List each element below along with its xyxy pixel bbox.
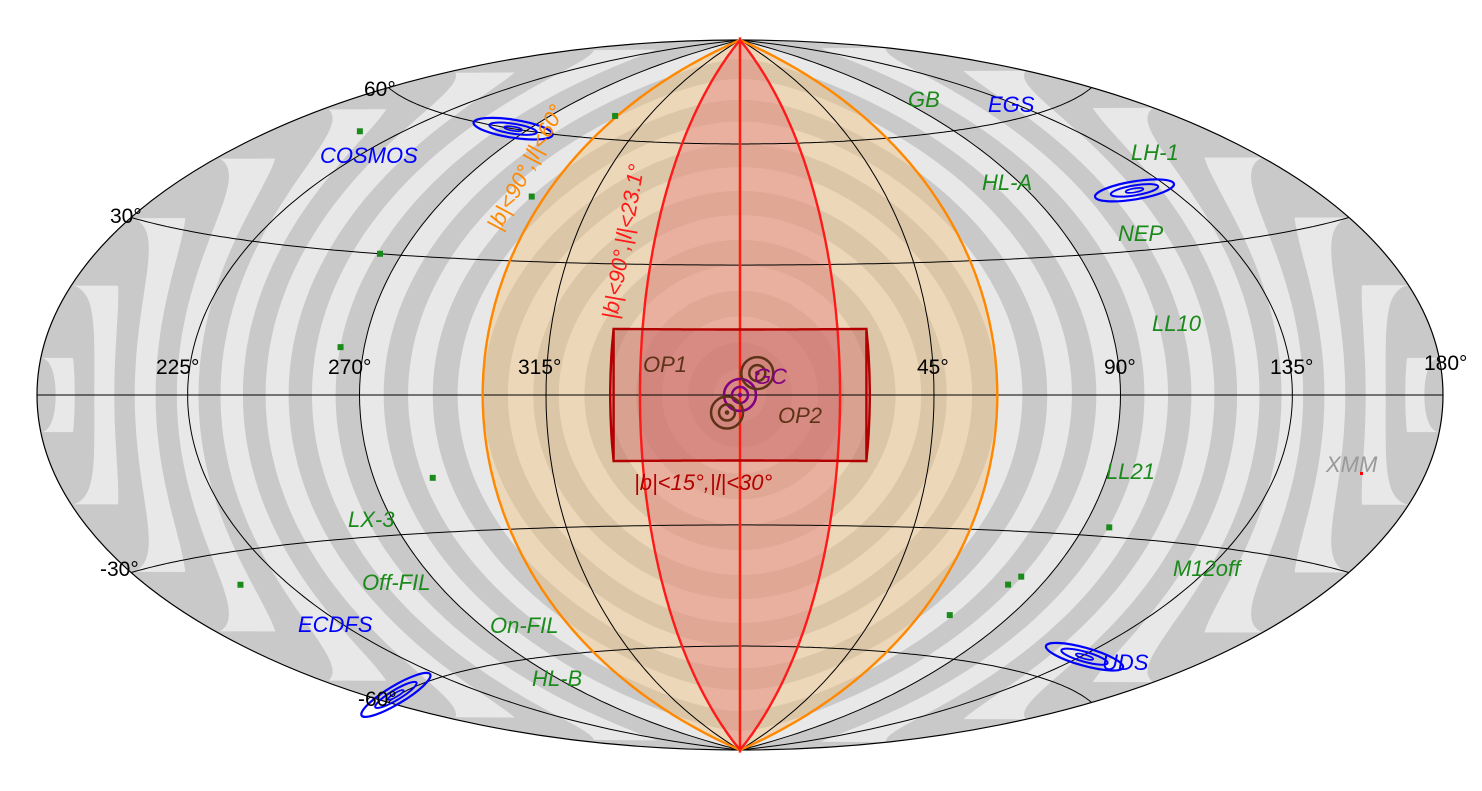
field-label-cosmos: COSMOS bbox=[320, 143, 418, 168]
region-mid-outline bbox=[638, 36, 842, 754]
target-op1 bbox=[740, 355, 775, 391]
field-egs bbox=[472, 116, 554, 141]
longitude-tick-label: 135° bbox=[1270, 356, 1313, 379]
field-label-off-fil: Off-FIL bbox=[362, 570, 430, 595]
field-marker-ll21 bbox=[429, 474, 436, 481]
region-box-label: |b|<15°,|l|<30° bbox=[634, 470, 773, 495]
graticule bbox=[36, 36, 1444, 754]
xmm-marker bbox=[1360, 472, 1363, 475]
meridian-line bbox=[187, 39, 741, 751]
field-marker-off-fil bbox=[1018, 573, 1025, 580]
field-label-ecdfs: ECDFS bbox=[298, 612, 373, 637]
latitude-tick-label: 60° bbox=[364, 78, 396, 101]
field-label-m12off: M12off bbox=[1173, 556, 1243, 581]
latitude-tick-label: -30° bbox=[100, 558, 139, 581]
field-cosmos bbox=[1093, 178, 1176, 203]
target-label-gc: GC bbox=[754, 364, 787, 389]
field-label-egs: EGS bbox=[988, 92, 1035, 117]
field-label-gb: GB bbox=[908, 87, 940, 112]
field-label-lh-1: LH-1 bbox=[1131, 140, 1179, 165]
xmm-label: XMM bbox=[1325, 452, 1378, 477]
meridian-line bbox=[739, 39, 935, 751]
field-label-on-fil: On-FIL bbox=[490, 613, 558, 638]
field-label-ll21: LL21 bbox=[1106, 459, 1155, 484]
meridian-line bbox=[545, 39, 741, 751]
field-label-hl-b: HL-B bbox=[532, 666, 582, 691]
longitude-tick-label: 90° bbox=[1104, 356, 1136, 379]
field-marker-hl-a bbox=[528, 193, 535, 200]
field-marker-ll10 bbox=[337, 344, 344, 351]
target-label-op2: OP2 bbox=[778, 403, 822, 428]
field-marker-on-fil bbox=[1005, 581, 1012, 588]
longitude-tick-label: 45° bbox=[917, 356, 949, 379]
latitude-tick-label: 30° bbox=[110, 205, 142, 228]
field-marker-nep bbox=[377, 250, 384, 257]
field-uds bbox=[360, 671, 432, 718]
field-label-hl-a: HL-A bbox=[982, 170, 1032, 195]
field-markers bbox=[237, 112, 1363, 718]
field-label-nep: NEP bbox=[1118, 221, 1164, 246]
longitude-tick-label: 180° bbox=[1424, 352, 1467, 375]
field-marker-lh-1 bbox=[356, 128, 363, 135]
target-label-op1: OP1 bbox=[643, 352, 687, 377]
region-box-outline bbox=[609, 327, 871, 463]
field-marker-gb bbox=[612, 112, 619, 119]
field-ecdfs bbox=[1044, 641, 1125, 672]
map-border bbox=[36, 39, 1444, 751]
field-marker-m12off bbox=[237, 581, 244, 588]
field-label-lx-3: LX-3 bbox=[348, 507, 395, 532]
field-label-uds: UDS bbox=[1102, 650, 1149, 675]
field-marker-lx-3 bbox=[1106, 524, 1113, 531]
latitude-tick-label: -60° bbox=[358, 688, 397, 711]
longitude-tick-label: 315° bbox=[518, 356, 561, 379]
field-label-ll10: LL10 bbox=[1152, 311, 1202, 336]
longitude-tick-label: 270° bbox=[328, 356, 371, 379]
meridian-line bbox=[739, 39, 1122, 751]
longitude-tick-label: 225° bbox=[156, 356, 199, 379]
target-op2 bbox=[709, 395, 745, 430]
field-marker-hl-b bbox=[946, 612, 953, 619]
meridian-line bbox=[358, 39, 741, 751]
meridian-line bbox=[739, 39, 1293, 751]
